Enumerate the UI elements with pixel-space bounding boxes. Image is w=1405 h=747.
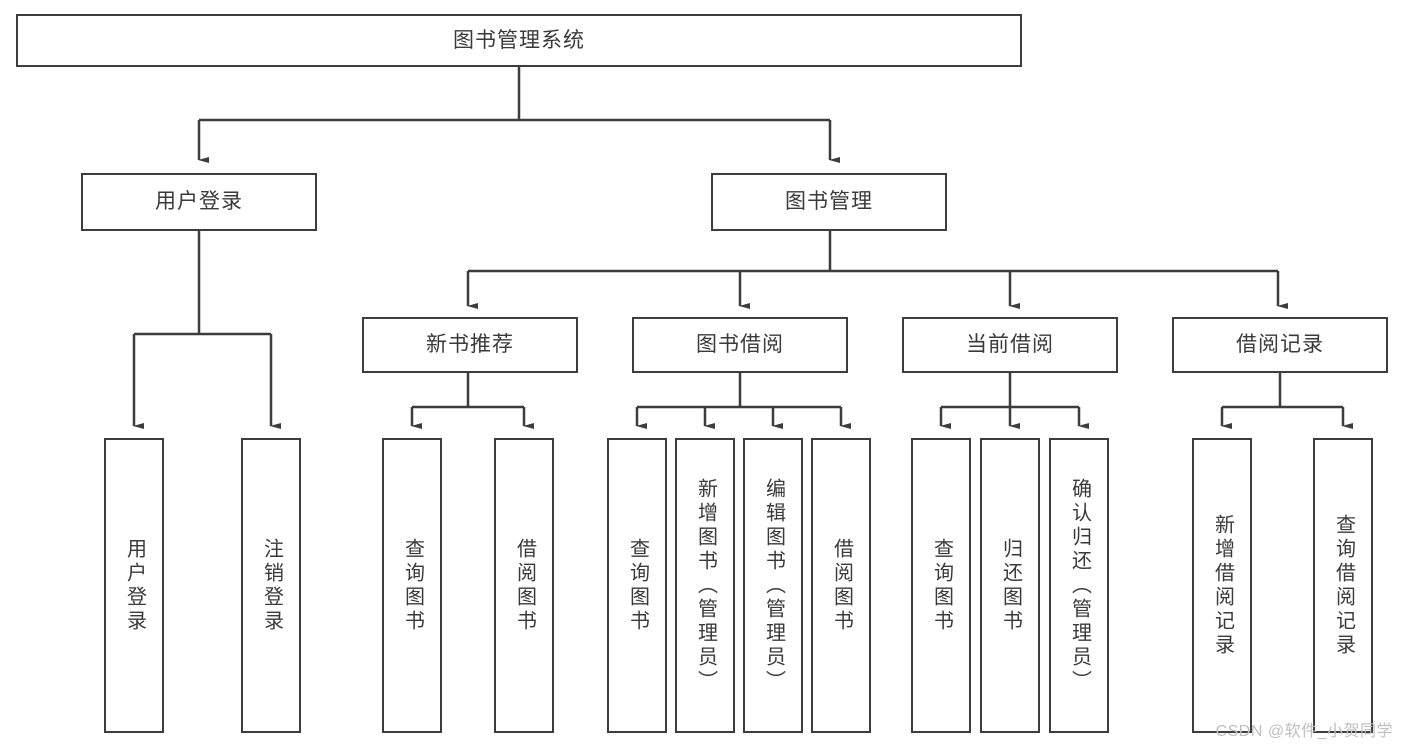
node-current-borrow[interactable]: 当前借阅 [902, 317, 1118, 373]
leaf-borrow-record-query[interactable]: 查询借阅记录 [1313, 438, 1373, 733]
leaf-book-borrow-query[interactable]: 查询图书 [607, 438, 667, 733]
node-new-book-recommend-label: 新书推荐 [426, 333, 514, 357]
leaf-current-borrow-query[interactable]: 查询图书 [911, 438, 971, 733]
node-book-borrow[interactable]: 图书借阅 [632, 317, 848, 373]
node-current-borrow-label: 当前借阅 [966, 333, 1054, 357]
watermark: CSDN @软件_小贺同学 [1215, 723, 1393, 740]
node-book-manage-label: 图书管理 [785, 190, 873, 214]
node-new-book-recommend[interactable]: 新书推荐 [362, 317, 578, 373]
leaf-label: 编辑图书（管理员） [762, 477, 785, 694]
leaf-label: 新增借阅记录 [1211, 513, 1234, 658]
node-root[interactable]: 图书管理系统 [16, 14, 1022, 67]
leaf-label: 借阅图书 [830, 537, 853, 634]
leaf-label: 用户登录 [123, 537, 146, 634]
leaf-new-book-borrow[interactable]: 借阅图书 [494, 438, 554, 733]
leaf-label: 新增图书（管理员） [694, 477, 717, 694]
leaf-label: 借阅图书 [513, 537, 536, 634]
leaf-borrow-record-add[interactable]: 新增借阅记录 [1192, 438, 1252, 733]
node-user-login-label: 用户登录 [155, 190, 243, 214]
leaf-book-borrow-borrow[interactable]: 借阅图书 [811, 438, 871, 733]
node-root-label: 图书管理系统 [453, 28, 585, 52]
leaf-user-login-logout[interactable]: 注销登录 [241, 438, 301, 733]
leaf-label: 查询图书 [401, 537, 424, 634]
leaf-label: 确认归还（管理员） [1068, 477, 1091, 694]
node-borrow-record[interactable]: 借阅记录 [1172, 317, 1388, 373]
node-book-manage[interactable]: 图书管理 [711, 173, 947, 231]
leaf-current-borrow-return[interactable]: 归还图书 [980, 438, 1040, 733]
leaf-label: 注销登录 [260, 537, 283, 634]
node-book-borrow-label: 图书借阅 [696, 333, 784, 357]
leaf-label: 归还图书 [999, 537, 1022, 634]
leaf-book-borrow-add[interactable]: 新增图书（管理员） [675, 438, 735, 733]
leaf-label: 查询借阅记录 [1332, 513, 1355, 658]
leaf-label: 查询图书 [930, 537, 953, 634]
leaf-user-login-login[interactable]: 用户登录 [104, 438, 164, 733]
leaf-label: 查询图书 [626, 537, 649, 634]
node-borrow-record-label: 借阅记录 [1236, 333, 1324, 357]
leaf-new-book-query[interactable]: 查询图书 [382, 438, 442, 733]
leaf-book-borrow-edit[interactable]: 编辑图书（管理员） [743, 438, 803, 733]
leaf-current-borrow-confirm[interactable]: 确认归还（管理员） [1049, 438, 1109, 733]
node-user-login[interactable]: 用户登录 [81, 173, 317, 231]
